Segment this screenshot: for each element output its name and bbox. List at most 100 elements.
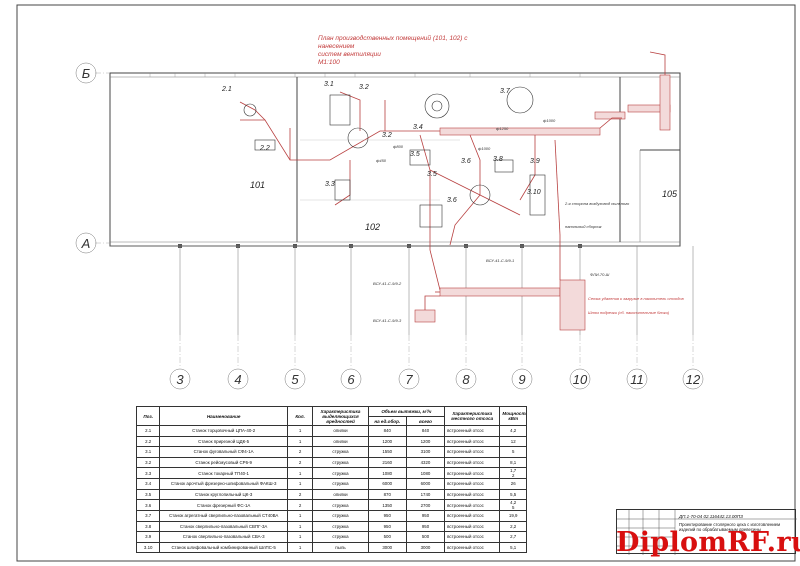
axis-bubble-a [75,232,97,254]
cell-power: 4,2 [499,425,527,437]
tag-3-5: 3.5 [410,151,420,158]
cell-char: стружка [312,456,369,468]
title-line-1: План производственных помещений (101, 10… [318,34,468,42]
machine-3-6b [419,204,443,228]
sheet-frame [16,4,796,562]
cell-pos: 3.10 [135,541,161,553]
duct-size-1250: ф1250 [496,126,509,131]
equipment-tags: 2.1 2.2 3.1 3.2 3.2 3.3 3.4 3.5 3.5 3.6 … [221,81,541,204]
filter-unit [559,279,586,331]
cell-exhaust: встроенный отсос [444,531,501,543]
cell-name: Станок фрезерный ФС-1А [159,499,288,511]
duct-label-2: ВСУ-41-С-9/9-3 [373,318,402,323]
cell-power: 1,7 2 [499,467,527,479]
header-char: Характеристика выделяющихся вредностей [312,406,369,426]
lower-collector [439,287,561,297]
cell-pos: 3.4 [135,478,161,490]
cell-name: Станок фуговальный СФ4-1А [159,446,288,458]
header-volume-all: всего [405,416,446,426]
cell-name: Станок торцовочный ЦПА-40-2 [159,425,288,437]
cell-char: стружка [312,531,369,543]
title-block: ДП.1-70-04 02.116442.13.00ПЗ Проектирова… [616,509,797,555]
machine-3-6 [469,184,491,206]
cell-volume-one: 1550 [367,446,407,458]
cell-volume-one: 500 [367,531,407,543]
machine-3-5 [409,149,431,166]
duct-network [239,51,671,331]
cell-char: стружка [312,510,369,522]
watermark-logo: DiplomRF.ru [616,527,800,558]
cell-power: 5,5 [499,488,527,500]
cell-volume-all: 3000 [405,541,446,553]
cell-exhaust: встроенный отсос [444,456,501,468]
cell-volume-all: 840 [405,425,446,437]
note-4: напольный сборник [565,224,603,229]
cell-volume-all: 1200 [405,435,446,447]
cell-volume-one: 1200 [367,435,407,447]
duct-label-3: ВСУ-41-С-9/9-1 [486,258,514,263]
cell-exhaust: встроенный отсос [444,499,501,511]
cell-volume-all: 3100 [405,446,446,458]
cell-pos: 3.9 [135,531,161,543]
machine-3-4 [424,93,450,119]
machine-3-3 [334,179,351,201]
cell-power: 5 [499,446,527,458]
cell-volume-one: 950 [367,520,407,532]
cell-volume-all: 950 [405,520,446,532]
axis-number-11: 11 [630,372,644,387]
tag-3-4: 3.4 [413,124,423,131]
duct-system-labels: ВСУ-41-С-9/9-2 ВСУ-41-С-9/9-3 ВСУ-41-С-9… [373,258,610,323]
axis-markers: Б А 3 4 5 6 7 8 9 10 11 12 [75,62,704,390]
machine-3-10 [529,174,546,216]
header-volume: Объем вытяжки, м³/ч [367,406,446,417]
duct-size-1000a: ф1000 [543,118,556,123]
machine-3-2 [347,127,369,149]
axis-number-8: 8 [462,372,470,387]
cell-qty: 1 [286,531,314,543]
title-scale: М1:100 [318,59,340,66]
cell-exhaust: встроенный отсос [444,446,501,458]
drawing-title: План производственных помещений (101, 10… [318,34,468,66]
header-name: Наименование [159,406,288,426]
cell-char: стружка [312,467,369,479]
tag-3-10: 3.10 [527,189,541,196]
cell-pos: 2.1 [135,425,161,437]
header-pos: Поз. [135,406,161,426]
cell-volume-one: 1350 [367,499,407,511]
tag-3-2b: 3.2 [382,132,392,139]
cell-char: стружка [312,478,369,490]
tag-3-9: 3.9 [530,158,540,165]
tag-3-1: 3.1 [324,81,334,88]
axis-number-9: 9 [518,372,525,387]
tag-3-5b: 3.5 [427,171,437,178]
cell-exhaust: встроенный отсос [444,488,501,500]
cell-pos: 3.1 [135,446,161,458]
note-1: Сетка удаления к загрузке в накопитель о… [588,296,684,301]
cell-volume-all: 500 [405,531,446,543]
room-102: 102 [365,222,380,232]
cell-volume-all: 950 [405,510,446,522]
project-description: Проектирование столярного цеха с изготов… [679,522,781,532]
cell-name: Станок арочтый фрезерно-шлифовальный ФАК… [159,478,288,490]
tag-2-1: 2.1 [221,86,232,93]
header-qty: Кол. [286,406,314,426]
cell-power: 2,2 [499,520,527,532]
room-numbers: 101 102 105 [250,180,678,232]
note-3: 2-я сторона воздуховод пыльного [564,201,630,206]
cell-power: 2,7 [499,531,527,543]
cell-name: Станок токарный ТП40-1 [159,467,288,479]
duct-label-1: ВСУ-41-С-9/9-2 [373,281,402,286]
cell-char: стружка [312,446,369,458]
tag-3-6b: 3.6 [447,197,457,204]
tag-3-2: 3.2 [359,84,369,91]
cell-qty: 2 [286,499,314,511]
building-plan [95,72,694,368]
note-2: Шлюз подрезки (сб. накопительные блоки) [588,310,670,315]
